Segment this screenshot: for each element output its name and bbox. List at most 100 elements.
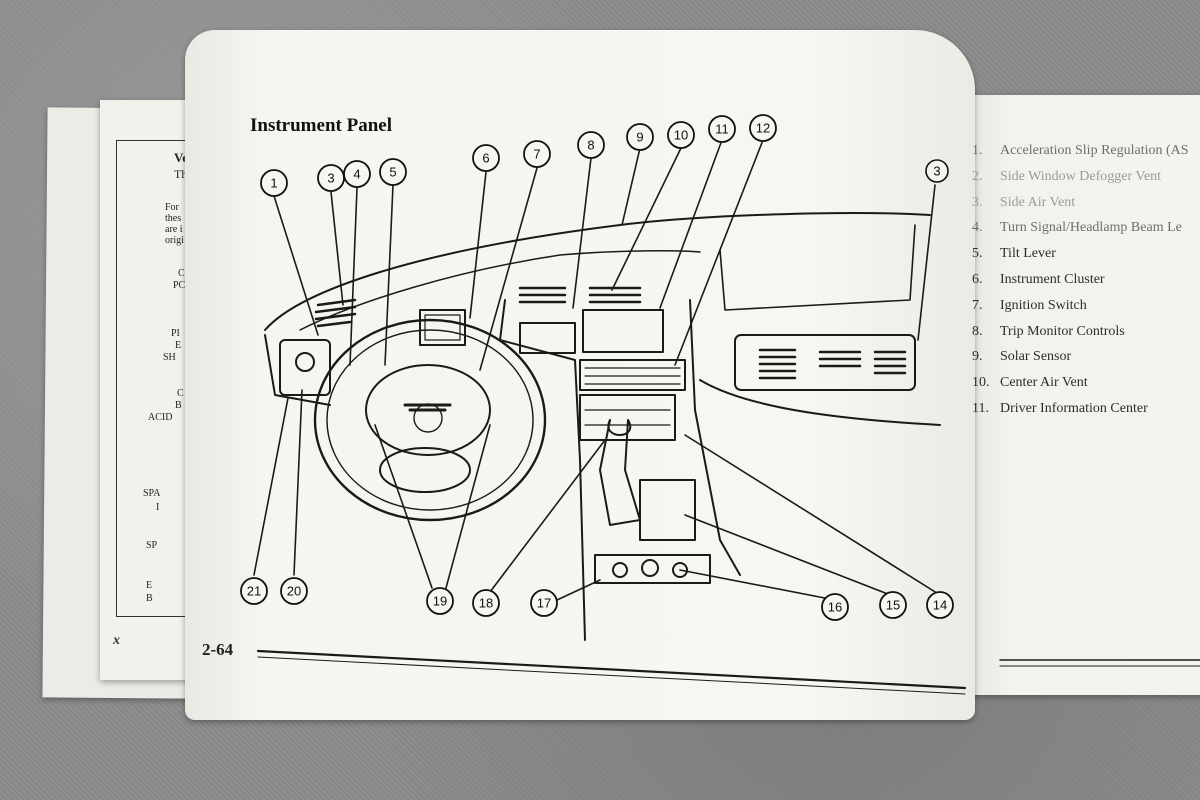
side-air-vent [314, 298, 357, 328]
svg-text:9: 9 [636, 130, 643, 145]
legend-list: 1.Acceleration Slip Regulation (AS 2.Sid… [972, 138, 1189, 422]
passenger-dash-vent-housing [734, 334, 916, 391]
callout-11: 11 [708, 115, 736, 143]
callout-21: 21 [240, 577, 268, 605]
left-page-fragment: Ve [174, 150, 188, 165]
callout-17: 17 [530, 589, 558, 617]
svg-text:4: 4 [353, 167, 360, 182]
svg-text:7: 7 [533, 147, 540, 162]
callout-16: 16 [821, 593, 849, 621]
left-page-fragment: PC [173, 280, 186, 291]
instrument-cluster [419, 309, 466, 346]
left-page-fragment: SPA [143, 488, 161, 499]
callout-3: 3 [317, 164, 345, 192]
center-console-left [499, 299, 586, 641]
legend-item: 8.Trip Monitor Controls [972, 323, 1125, 339]
svg-text:15: 15 [886, 598, 900, 613]
console-cupholders [612, 559, 688, 578]
left-page-fragment: E [146, 580, 153, 591]
callout-14: 14 [926, 591, 954, 619]
dashboard-outline [264, 212, 931, 331]
callout-4: 4 [343, 160, 371, 188]
left-page-fragment: I [156, 502, 160, 513]
footer-rule-1 [256, 649, 967, 690]
center-vent-slats [518, 286, 642, 304]
callout-3-edge: 3 [925, 159, 949, 183]
legend-item: 9.Solar Sensor [972, 349, 1072, 365]
svg-text:14: 14 [933, 598, 947, 613]
left-page-fragment: SP [146, 540, 158, 551]
legend-item: 4.Turn Signal/Headlamp Beam Le [972, 220, 1182, 236]
legend-item: 3.Side Air Vent [972, 194, 1076, 210]
passenger-dash-lower [699, 379, 941, 426]
svg-text:3: 3 [933, 164, 940, 179]
svg-text:10: 10 [674, 128, 688, 143]
page-title: Instrument Panel [250, 115, 392, 136]
callout-6: 6 [472, 144, 500, 172]
callout-1: 1 [260, 169, 288, 197]
svg-text:20: 20 [287, 584, 301, 599]
left-page-fragment: PI [171, 328, 180, 339]
callout-8: 8 [577, 131, 605, 159]
legend-item: 1.Acceleration Slip Regulation (AS [972, 143, 1189, 158]
svg-text:12: 12 [756, 121, 770, 136]
climate-controls [579, 359, 686, 391]
svg-text:1: 1 [270, 176, 277, 191]
airbag-lower [379, 447, 471, 493]
steering-wheel-rim [313, 318, 547, 522]
headlamp-switch [295, 352, 315, 372]
left-page-fragment: Th [174, 167, 188, 181]
headlamp-switch-panel [279, 339, 331, 396]
svg-text:18: 18 [479, 596, 493, 611]
left-page-fragment: C [177, 388, 184, 399]
callout-9: 9 [626, 123, 654, 151]
callout-7: 7 [523, 140, 551, 168]
dashboard-lower-edge [264, 334, 331, 406]
left-page-fragment: thes [165, 213, 182, 224]
left-page-fragment: are i [165, 224, 183, 235]
console-tray [594, 554, 711, 584]
left-page-fragment: ACID [148, 412, 173, 423]
dashboard-inner-line [299, 250, 701, 331]
console-bin [639, 479, 696, 541]
left-page-fragment: origi [165, 235, 184, 246]
left-page-fragment: E [175, 340, 182, 351]
wheel-emblem [403, 403, 452, 412]
center-console-right [689, 299, 741, 576]
airbag-hub [365, 364, 491, 456]
callout-12: 12 [749, 114, 777, 142]
svg-text:6: 6 [482, 151, 489, 166]
legend-item: 11.Driver Information Center [972, 400, 1148, 416]
callout-15: 15 [879, 591, 907, 619]
legend-item: 10.Center Air Vent [972, 375, 1088, 391]
svg-text:19: 19 [433, 594, 447, 609]
left-page-fragment: For [165, 202, 179, 213]
footer-rule-2 [257, 656, 966, 695]
svg-text:5: 5 [389, 165, 396, 180]
passenger-vent-slats [758, 348, 907, 380]
svg-text:17: 17 [537, 596, 551, 611]
callout-18: 18 [472, 589, 500, 617]
svg-text:21: 21 [247, 584, 261, 599]
legend-item: 7.Ignition Switch [972, 297, 1087, 313]
left-page-fragment: B [146, 593, 153, 604]
center-display [582, 309, 664, 353]
legend-item: 5.Tilt Lever [972, 246, 1056, 262]
left-page-fragment: SH [163, 352, 176, 363]
gear-shifter [599, 419, 641, 526]
svg-text:8: 8 [587, 138, 594, 153]
right-page [945, 95, 1200, 695]
svg-text:11: 11 [715, 122, 729, 137]
trip-controls [519, 322, 576, 354]
windshield-frame [719, 224, 916, 311]
left-page-fragment: C [178, 268, 185, 279]
callout-20: 20 [280, 577, 308, 605]
facing-page-number: x [113, 633, 120, 648]
legend-item: 2.Side Window Defogger Vent [972, 168, 1162, 184]
left-page-fragment: B [175, 400, 182, 411]
svg-text:16: 16 [828, 600, 842, 615]
legend-item: 6.Instrument Cluster [972, 271, 1105, 287]
